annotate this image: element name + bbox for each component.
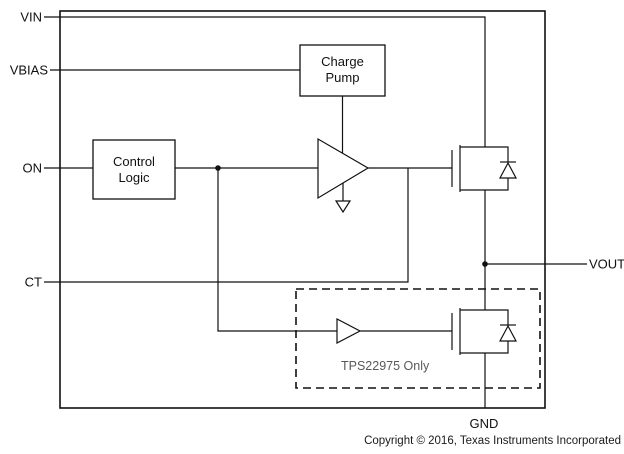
pin-label-vbias: VBIAS (10, 63, 49, 78)
body-diode-top-triangle (499, 161, 517, 179)
pass-fet-bottom-symbol (451, 264, 486, 408)
body-diode-top-cathode-lead (485, 146, 509, 162)
control-logic-label-line2: Logic (118, 170, 150, 185)
pass-fet-top-symbol (451, 145, 486, 264)
pin-label-vin: VIN (20, 10, 42, 25)
ic-boundary (59, 10, 546, 409)
vin-wire (44, 16, 486, 147)
body-diode-top (485, 146, 517, 191)
body-diode-bottom (485, 309, 517, 354)
branch-to-secondary-buffer-wire (217, 168, 337, 332)
secondary-buffer-symbol (336, 318, 362, 344)
body-diode-bottom-triangle (499, 324, 517, 342)
charge-pump-box (299, 44, 386, 97)
pin-label-ct: CT (25, 275, 42, 290)
pin-label-vout: VOUT (589, 257, 624, 272)
pin-label-on: ON (23, 161, 43, 176)
control-logic-box (92, 139, 176, 200)
body-diode-top-anode-lead (485, 178, 509, 191)
body-diode-bottom-anode-lead (485, 341, 509, 354)
tps22975-region (295, 288, 541, 389)
body-diode-bottom-cathode-lead (485, 309, 509, 325)
tps22975-only-label: TPS22975 Only (341, 359, 430, 373)
charge-pump-label-line2: Pump (326, 70, 360, 85)
ct-wire (44, 168, 409, 283)
driver-ground-symbol (334, 200, 352, 214)
charge-pump-label-line1: Charge (321, 54, 364, 69)
charge-pump-block: Charge Pump (299, 44, 386, 97)
control-logic-label-line1: Control (113, 154, 155, 169)
pin-label-gnd: GND (470, 416, 499, 431)
copyright-text: Copyright © 2016, Texas Instruments Inco… (364, 435, 621, 447)
control-logic-block: Control Logic (92, 139, 176, 200)
